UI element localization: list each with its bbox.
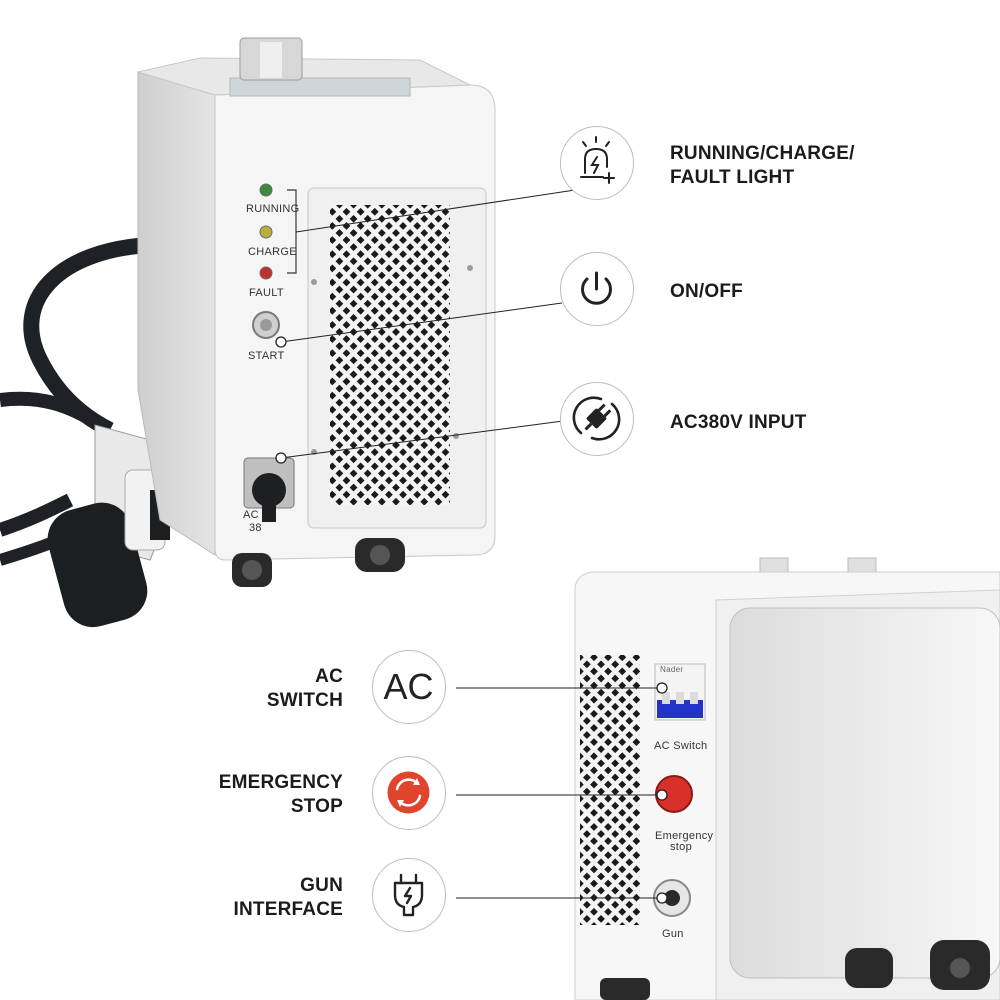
gun-plug-icon <box>372 858 446 932</box>
panel-label-charge: CHARGE <box>248 246 297 258</box>
charger-wheels <box>232 538 405 587</box>
emergency-stop-icon <box>372 756 446 830</box>
switch-brand-label: Nader <box>660 665 684 674</box>
panel-label-ac: AC <box>243 509 259 521</box>
callout-gun-interface: GUN INTERFACE <box>233 875 343 920</box>
alarm-light-icon <box>560 126 634 200</box>
callout-emergency-stop: EMERGENCY STOP <box>218 772 343 817</box>
callout-on-off: ON/OFF <box>670 281 743 302</box>
panel-label-running: RUNNING <box>246 203 300 215</box>
callout-ac380v-input: AC380V INPUT <box>670 412 807 433</box>
bottom-charger-body <box>574 557 1000 1000</box>
running-led <box>259 183 273 197</box>
side-label-gun: Gun <box>662 928 684 940</box>
callout-running-charge-fault: RUNNING/CHARGE/ FAULT LIGHT <box>670 143 855 188</box>
side-label-emergency: Emergency <box>655 830 714 842</box>
fault-led <box>259 266 273 280</box>
side-label-stop: stop <box>670 841 692 853</box>
charge-led <box>259 225 273 239</box>
callout-lines-top <box>280 189 576 459</box>
callout-ac-switch: AC SWITCH <box>266 666 343 711</box>
vent-grille <box>330 205 450 505</box>
ac-text-icon: AC <box>372 650 446 724</box>
power-icon <box>560 252 634 326</box>
charging-gun <box>47 424 176 628</box>
panel-label-fault: FAULT <box>249 287 284 299</box>
side-label-ac-switch: AC Switch <box>654 740 708 752</box>
plug-icon <box>560 382 634 456</box>
panel-label-start: START <box>248 350 285 362</box>
panel-label-volt: 38 <box>249 522 262 534</box>
callout-lines-bottom <box>456 687 662 899</box>
